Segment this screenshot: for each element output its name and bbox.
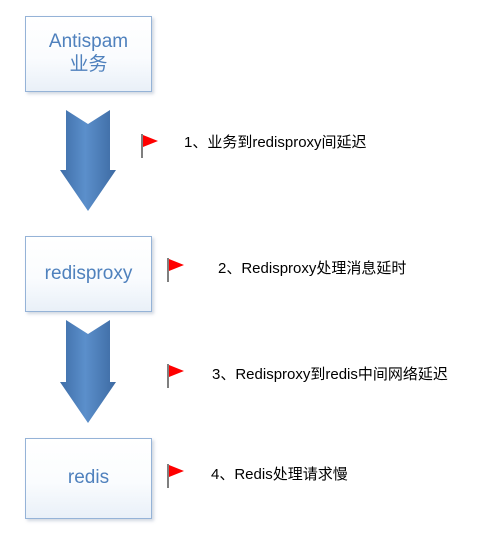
node-redis-label: redis — [67, 467, 110, 489]
node-redis: redis — [25, 438, 152, 519]
red-flag-icon — [167, 258, 184, 282]
red-flag-icon — [167, 464, 184, 488]
delay-label-2: 2、Redisproxy处理消息延时 — [218, 260, 407, 277]
delay-label-1: 1、业务到redisproxy间延迟 — [184, 134, 367, 151]
delay-label-4: 4、Redis处理请求慢 — [211, 466, 348, 483]
node-antispam: Antispam 业务 — [25, 16, 152, 92]
red-flag-icon — [167, 364, 184, 388]
down-arrow-icon — [60, 110, 116, 211]
down-arrow-icon — [60, 320, 116, 423]
red-flag-icon — [141, 134, 158, 158]
node-redisproxy: redisproxy — [25, 236, 152, 312]
delay-label-3: 3、Redisproxy到redis中间网络延迟 — [212, 366, 448, 383]
node-redisproxy-label: redisproxy — [44, 262, 133, 284]
node-antispam-line1: Antispam — [48, 31, 129, 53]
node-antispam-line2: 业务 — [69, 54, 108, 75]
